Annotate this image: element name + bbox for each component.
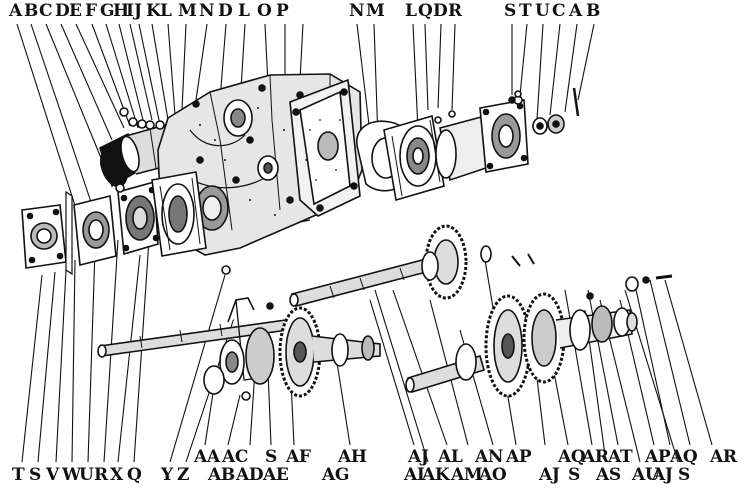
callout-label: H [113,1,129,21]
callout-label: AR [710,447,737,467]
callout-label: G [100,1,115,21]
right-bearing-housing [383,114,445,202]
small-fasteners-left [115,107,165,193]
callout-label: C [552,1,566,21]
right-small-parts [434,87,580,135]
callout-label: P [276,1,289,21]
left-bearing-housing [151,171,207,257]
callout-label: A [569,1,582,21]
callout-label: S [678,465,690,485]
callout-label: AQ [670,447,698,467]
callout-label: C [39,1,53,21]
callout-label: F [85,1,97,21]
callout-label: W [62,465,81,485]
callout-label: X [110,465,123,485]
callout-label: L [160,1,172,21]
callout-label: AK [422,465,450,485]
callout-label: AQ [558,447,586,467]
callout-label: L [405,1,417,21]
callout-label: AJ [539,465,560,485]
callout-label: A [9,1,22,21]
callout-label: AR [582,447,609,467]
callout-label: M [366,1,385,21]
left-gasket-and-flange [65,180,160,276]
callout-label: AB [208,465,235,485]
callout-label: AI [404,465,425,485]
callout-label: AE [263,465,289,485]
callout-label: AH [338,447,367,467]
top-leader-lines [16,23,595,216]
callout-label: L [238,1,250,21]
callout-label: D [218,1,233,21]
callout-label: AJ [408,447,429,467]
callout-label: R [94,465,108,485]
callout-label: AC [222,447,249,467]
callout-label: AT [608,447,633,467]
callout-label: O [257,1,272,21]
callout-label: N [199,1,215,21]
callout-label: S [504,1,516,21]
callout-label: AM [451,465,483,485]
callout-label: D [433,1,448,21]
right-extension-housing [435,99,529,182]
output-gear-cluster [405,253,673,398]
callout-label: N [349,1,365,21]
top-cover-plate [289,78,361,217]
callout-label: I [126,1,134,21]
main-shaft [289,224,492,307]
callout-label: S [568,465,580,485]
callout-label: K [146,1,161,21]
callout-label: D [55,1,70,21]
callout-label: AP [506,447,532,467]
callout-label: V [46,465,59,485]
callout-label: AD [236,465,264,485]
callout-label: E [69,1,82,21]
callout-label: B [24,1,39,21]
callout-label: R [448,1,462,21]
callout-label: AN [475,447,504,467]
callout-label: AF [286,447,311,467]
callout-label: T [12,465,25,485]
callout-label: AO [479,465,507,485]
callout-label: AG [322,465,350,485]
callout-label: AA [194,447,220,467]
callout-label: AP [645,447,671,467]
countershaft-assembly [97,265,381,401]
callout-label: J [134,1,142,21]
callout-label: U [79,465,94,485]
callout-label: AL [438,447,463,467]
callout-label: S [265,447,277,467]
callout-label: S [29,465,41,485]
callout-label: M [178,1,197,21]
callout-label: AJ [652,465,673,485]
left-end-cover [21,204,67,269]
callout-label: T [519,1,532,21]
callout-label: Z [177,465,190,485]
callout-label: U [535,1,550,21]
callout-label: Q [418,1,433,21]
callout-label: Y [161,465,173,485]
callout-label: Q [127,465,142,485]
callout-label: B [586,1,601,21]
callout-label: AU [632,465,660,485]
callout-label: AS [596,465,621,485]
